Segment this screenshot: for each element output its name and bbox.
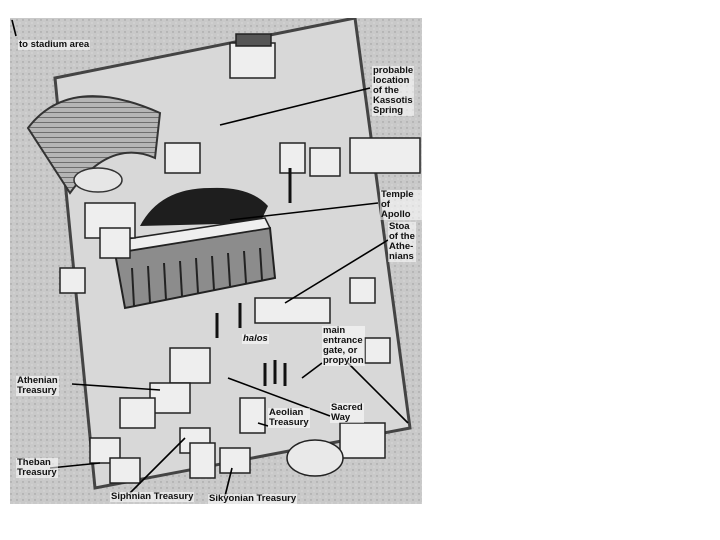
label-temple-of-apollo: Temple of Apollo: [380, 190, 422, 220]
monuments: [215, 168, 292, 386]
label-siphnian-treasury: Siphnian Treasury: [110, 491, 195, 502]
label-aeolian-treasury: Aeolian Treasury: [268, 407, 310, 428]
label-kassotis-spring: probable location of the Kassotis Spring: [372, 65, 415, 116]
label-theban-treasury: Theban Treasury: [16, 457, 58, 478]
site-model-drawing: [10, 18, 422, 504]
theatre-orchestra: [73, 167, 123, 193]
label-propylon: main entrance gate, or propylon: [322, 325, 365, 366]
label-sikyonian-treasury: Sikyonian Treasury: [208, 493, 298, 504]
label-halos: halos: [242, 333, 269, 344]
label-stoa-athenians: Stoa of the Athe- nians: [388, 221, 416, 262]
label-stadium: to stadium area: [18, 39, 91, 50]
temple-columns: [131, 247, 263, 307]
label-sacred-way: Sacred Way: [330, 402, 364, 423]
label-athenian-treasury: Athenian Treasury: [16, 375, 59, 396]
site-model-photo: to stadium area probable location of the…: [10, 18, 422, 504]
tholos: [286, 439, 344, 477]
leader-lines: [11, 19, 409, 497]
trees: [140, 187, 268, 226]
